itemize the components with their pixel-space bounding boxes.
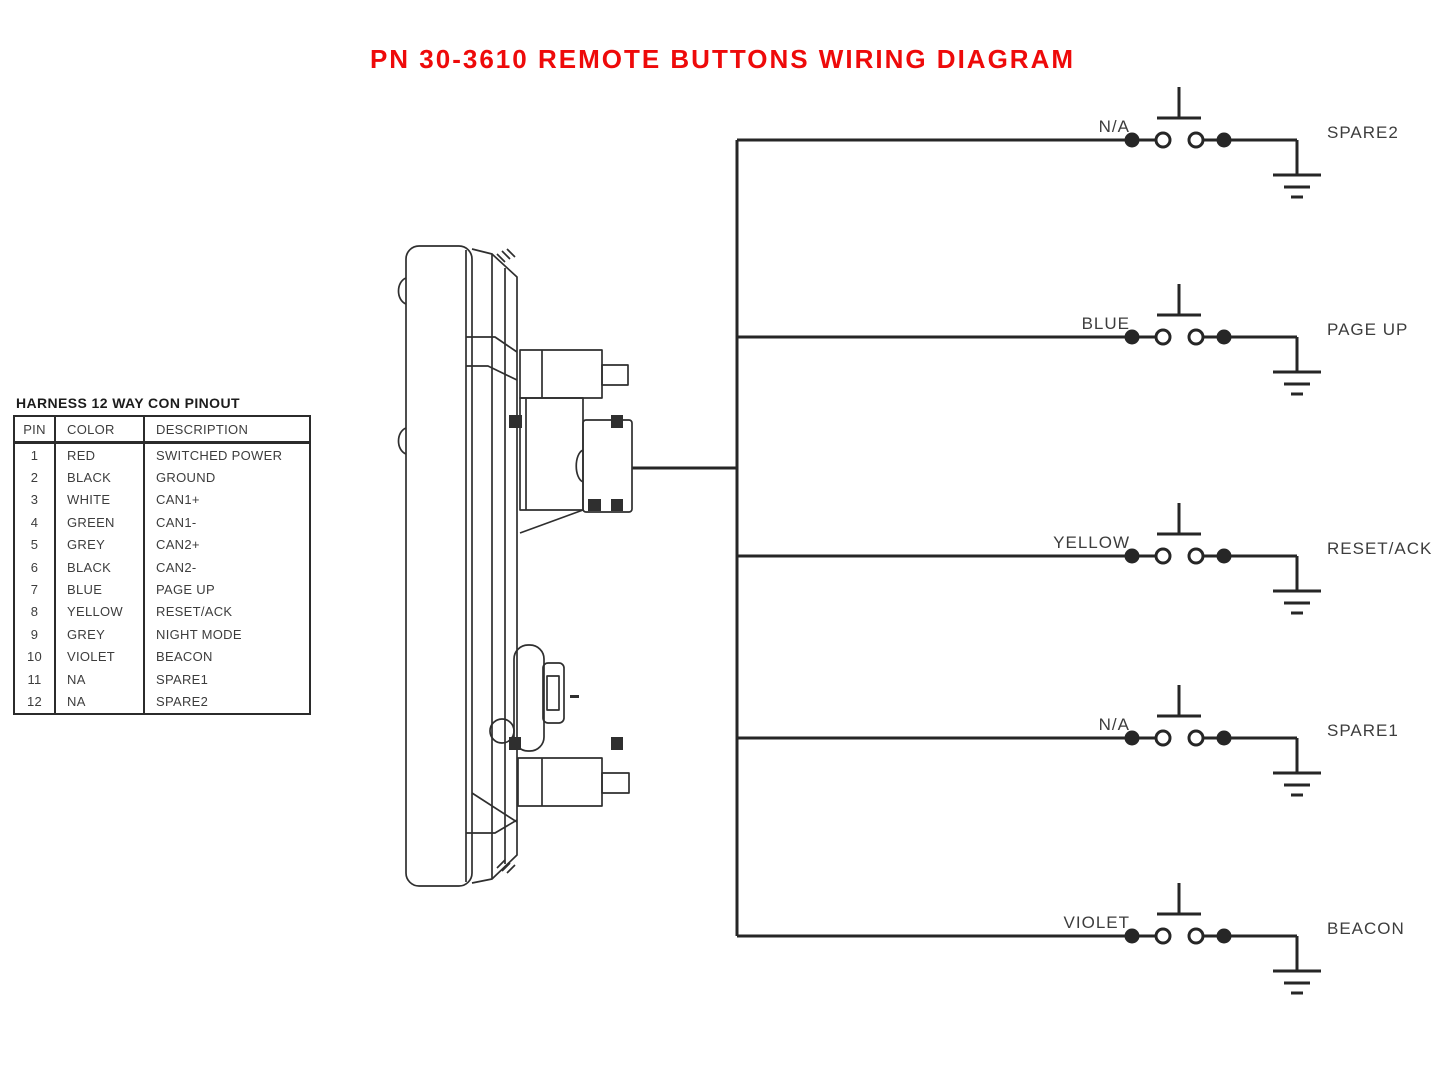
- description-cell: NIGHT MODE: [143, 623, 310, 646]
- pin-cell: 8: [30, 604, 39, 620]
- pinout-header-row: PIN COLOR DESCRIPTION: [14, 416, 310, 444]
- color-cell: BLACK: [54, 555, 144, 579]
- switch-function-label-reset-ack: RESET/ACK: [1327, 539, 1433, 558]
- pin-cell: 11: [27, 671, 42, 687]
- pin-cell: 9: [30, 626, 39, 642]
- pin-cell: 6: [30, 559, 39, 575]
- page-title: PN 30-3610 REMOTE BUTTONS WIRING DIAGRAM: [369, 44, 1076, 74]
- pin-cell: 1: [30, 447, 39, 463]
- pin-cell: 7: [30, 582, 39, 598]
- description-cell: PAGE UP: [143, 578, 310, 601]
- color-cell: WHITE: [54, 488, 144, 512]
- description-cell: SPARE2: [143, 690, 310, 714]
- wire-color-label-spare2: N/A: [1098, 117, 1130, 136]
- wire-color-label-reset-ack: YELLOW: [1053, 533, 1130, 552]
- pin-cell: 12: [26, 693, 43, 709]
- color-header: COLOR: [54, 416, 144, 444]
- switch-function-label-page-up: PAGE UP: [1327, 320, 1409, 339]
- description-cell: SPARE1: [143, 667, 310, 691]
- pin-cell: 5: [30, 537, 39, 553]
- pinout-panel: HARNESS 12 WAY CON PINOUT PIN COLOR DESC…: [13, 395, 311, 715]
- color-cell: RED: [54, 442, 144, 467]
- switch-symbol-reset-ack: [735, 501, 1323, 615]
- color-cell: GREY: [54, 623, 144, 646]
- pin-header: PIN: [14, 416, 55, 444]
- color-cell: NA: [54, 667, 144, 691]
- switch-function-label-spare1: SPARE1: [1327, 721, 1399, 740]
- switch-function-label-spare2: SPARE2: [1327, 123, 1399, 142]
- description-header: DESCRIPTION: [143, 416, 310, 444]
- switch-symbol-page-up: [735, 282, 1323, 396]
- pin-cell: 2: [30, 470, 39, 486]
- description-cell: CAN1+: [143, 488, 310, 512]
- color-cell: GREEN: [54, 511, 144, 534]
- pinout-table-title: HARNESS 12 WAY CON PINOUT: [16, 395, 240, 411]
- color-cell: VIOLET: [54, 645, 144, 668]
- switch-symbol-beacon: [735, 881, 1323, 995]
- wire-color-label-page-up: BLUE: [1081, 314, 1130, 333]
- switch-symbol-spare2: [735, 85, 1323, 199]
- description-cell: SWITCHED POWER: [143, 442, 310, 467]
- description-cell: CAN1-: [143, 511, 310, 534]
- wire-color-label-beacon: VIOLET: [1063, 913, 1130, 932]
- description-cell: RESET/ACK: [143, 600, 310, 624]
- color-cell: BLACK: [54, 466, 144, 489]
- color-cell: GREY: [54, 533, 144, 556]
- description-cell: GROUND: [143, 466, 310, 489]
- device-drawing: [397, 245, 633, 887]
- pin-cell: 3: [30, 492, 39, 508]
- color-cell: NA: [54, 690, 144, 714]
- wire-color-label-spare1: N/A: [1098, 715, 1130, 734]
- switch-symbol-spare1: [735, 683, 1323, 797]
- pin-cell: 4: [30, 514, 39, 530]
- color-cell: YELLOW: [54, 600, 144, 624]
- color-cell: BLUE: [54, 578, 144, 601]
- description-cell: BEACON: [143, 645, 310, 668]
- description-cell: CAN2-: [143, 555, 310, 579]
- pin-cell: 10: [26, 649, 43, 665]
- wire-bus: [632, 140, 739, 936]
- switch-function-label-beacon: BEACON: [1327, 919, 1405, 938]
- description-cell: CAN2+: [143, 533, 310, 556]
